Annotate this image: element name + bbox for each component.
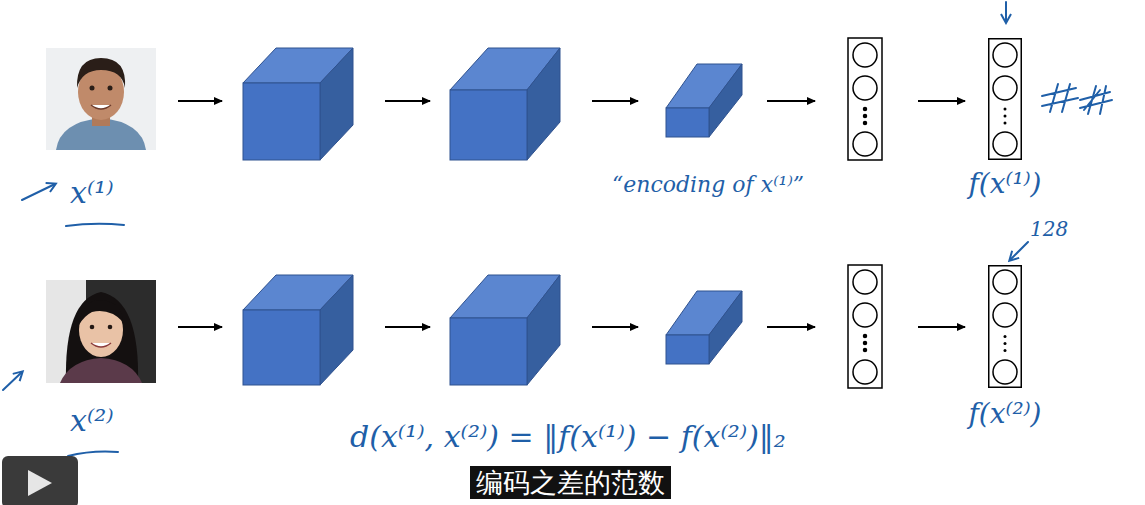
unit [853, 360, 877, 384]
hair [77, 58, 125, 88]
annotation: “encoding of x⁽¹⁾” [612, 172, 804, 197]
unit [853, 270, 877, 294]
cube-front [666, 108, 709, 137]
dot [864, 349, 867, 352]
unit [853, 43, 877, 67]
handwriting [3, 2, 1112, 456]
arrow [178, 326, 222, 328]
eye [90, 86, 95, 91]
dot [1004, 122, 1007, 125]
pointer-arrow [1010, 242, 1028, 260]
play-triangle [28, 470, 52, 496]
underline [68, 452, 118, 457]
button-body [2, 456, 78, 505]
arrow [767, 100, 815, 102]
encoding-label: f(x⁽²⁾) [969, 398, 1042, 430]
column-border [848, 38, 882, 160]
input-name: x⁽²⁾ [70, 404, 114, 439]
arrow [918, 100, 965, 102]
photo-ground [46, 280, 156, 383]
cube-side [527, 275, 560, 385]
unit [853, 303, 877, 327]
cube-front [243, 310, 320, 385]
vector-outline [988, 38, 1022, 160]
cube-side [527, 48, 560, 160]
subtitle: 编码之差的范数 [470, 466, 671, 499]
cube-side [320, 275, 353, 385]
cube-front [450, 90, 527, 160]
eye [108, 325, 113, 330]
face-photo [46, 48, 156, 150]
vector-column [848, 265, 882, 388]
dot [1004, 335, 1007, 338]
column-border [989, 39, 1022, 160]
cube-front [666, 335, 709, 364]
face-photo [46, 280, 156, 383]
conv-volumes [243, 48, 742, 385]
arrow [385, 326, 430, 328]
arrow [592, 326, 638, 328]
scribble [1042, 84, 1112, 114]
arrow [178, 100, 222, 102]
smile [91, 343, 111, 347]
cube-side [320, 48, 353, 160]
vector-column [848, 38, 882, 160]
cube-side [709, 291, 742, 364]
distance-formula: d(x⁽¹⁾, x⁽²⁾) = ‖f(x⁽¹⁾) − f(x⁽²⁾)‖₂ [350, 420, 786, 455]
unit [993, 360, 1017, 384]
output-encoding-vector: f(x⁽²⁾) [988, 265, 1022, 388]
smile [91, 105, 111, 109]
unit [993, 76, 1017, 100]
vector-outline [988, 265, 1022, 388]
pointer-arrow [1005, 2, 1007, 22]
dot [1004, 108, 1007, 111]
underline [66, 224, 124, 226]
unit [993, 43, 1017, 67]
fringe [79, 300, 123, 325]
photo-ground [46, 48, 156, 150]
arrow [767, 326, 815, 328]
column-border [989, 266, 1022, 388]
arrow [385, 100, 430, 102]
encoding-label: f(x⁽¹⁾) [969, 168, 1042, 200]
dot [864, 115, 867, 118]
dimension-note: 128 [1030, 218, 1068, 241]
dot [1004, 115, 1007, 118]
cube-front [243, 83, 320, 160]
cube-front [450, 318, 527, 385]
input-name: x⁽¹⁾ [70, 176, 114, 211]
arrow [592, 100, 638, 102]
column-border [848, 265, 882, 388]
dot [864, 342, 867, 345]
arrow [918, 326, 965, 328]
unit [993, 270, 1017, 294]
dot [1004, 349, 1007, 352]
unit [853, 76, 877, 100]
dot [864, 122, 867, 125]
unit [993, 132, 1017, 156]
unit [993, 303, 1017, 327]
pointer-arrow [3, 372, 22, 390]
dot [864, 108, 867, 111]
eye [108, 86, 113, 91]
output-encoding-vector: f(x⁽¹⁾) [988, 38, 1022, 160]
play-button [2, 456, 78, 505]
pointer-arrow [22, 184, 55, 200]
dot [864, 335, 867, 338]
eye [90, 325, 95, 330]
top [60, 358, 142, 383]
dot [1004, 342, 1007, 345]
cube-side [709, 64, 742, 137]
unit [853, 132, 877, 156]
